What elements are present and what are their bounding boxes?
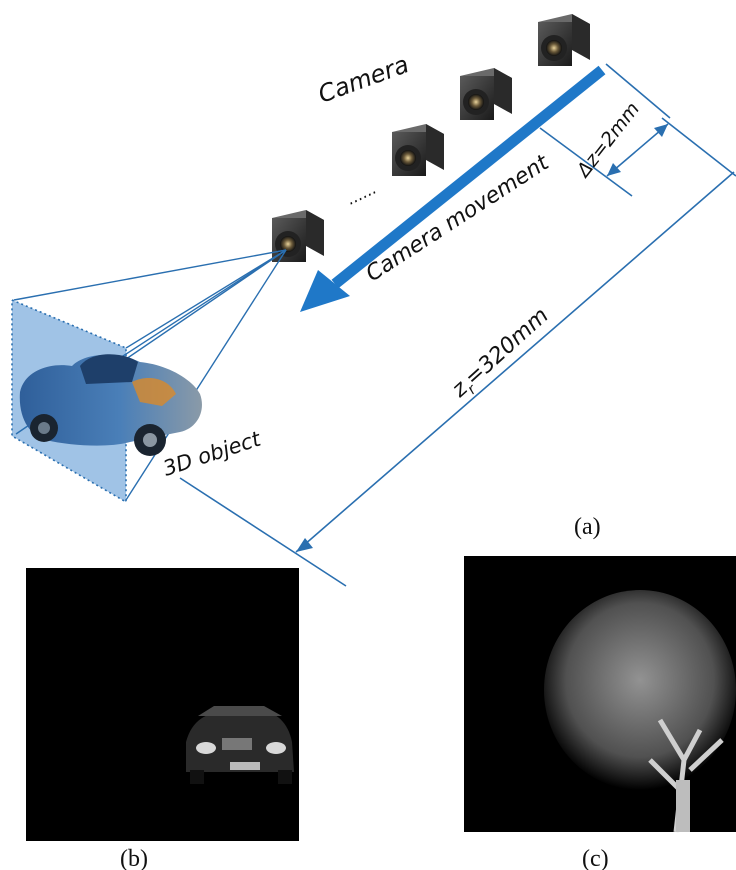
camera-movement-label: Camera movement xyxy=(362,150,555,287)
panel-b-image xyxy=(26,568,299,841)
panel-b: (b) xyxy=(26,568,299,870)
camera-icon-1 xyxy=(538,14,590,66)
ellipsis-label: ...... xyxy=(344,179,380,209)
zr-distance-label: zr=320mm xyxy=(447,303,557,406)
delta-z-dimension xyxy=(539,63,671,197)
tree-image xyxy=(544,590,736,833)
caption-c: (c) xyxy=(582,846,609,870)
delta-z-label: Δz=2mm xyxy=(571,98,644,182)
toy-car-3d-object xyxy=(19,354,202,456)
camera-label: Camera xyxy=(314,50,412,109)
panel-c: (c) xyxy=(464,556,736,870)
panel-a: ...... Camera Camera movement Δz=2mm zr=… xyxy=(11,14,736,587)
object-label: 3D object xyxy=(160,427,264,481)
camera-icon-2 xyxy=(460,68,512,120)
sedan-car-image xyxy=(186,706,294,784)
caption-b: (b) xyxy=(120,846,148,870)
caption-a: (a) xyxy=(574,514,601,540)
camera-icon-3 xyxy=(392,124,444,176)
zr-dimension xyxy=(179,117,736,587)
camera-movement-arrow xyxy=(300,65,606,312)
